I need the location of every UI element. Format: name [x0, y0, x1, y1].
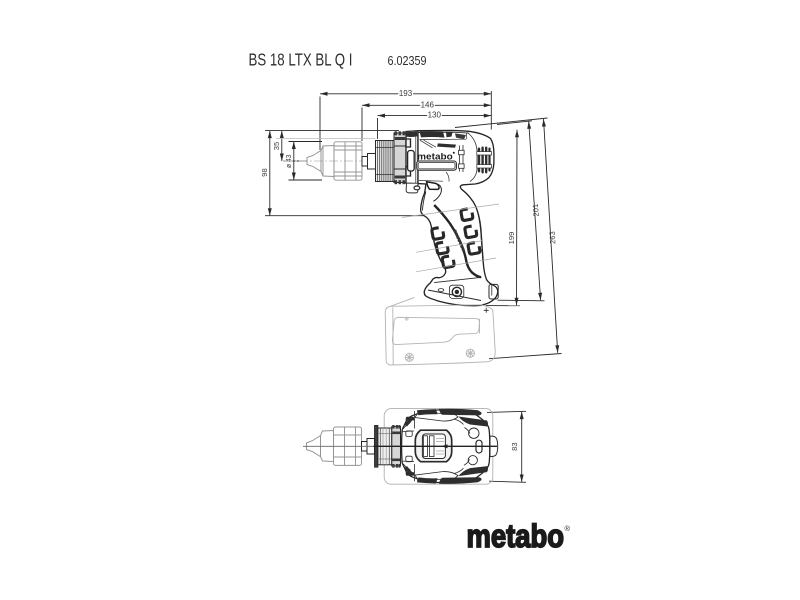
svg-text:98: 98	[260, 168, 269, 176]
svg-text:®: ®	[565, 524, 571, 533]
svg-text:83: 83	[510, 442, 519, 450]
svg-text:263: 263	[548, 231, 558, 244]
svg-text:199: 199	[507, 232, 516, 245]
svg-text:metabo: metabo	[467, 518, 565, 554]
svg-text:201: 201	[531, 204, 541, 217]
svg-text:BS 18 LTX BL Q I: BS 18 LTX BL Q I	[249, 50, 353, 70]
svg-text:metabo: metabo	[417, 151, 453, 161]
svg-text:6.02359: 6.02359	[388, 53, 427, 68]
svg-text:35: 35	[272, 142, 281, 150]
svg-text:130: 130	[428, 111, 442, 120]
svg-text:146: 146	[421, 100, 435, 109]
svg-text:193: 193	[399, 89, 413, 98]
